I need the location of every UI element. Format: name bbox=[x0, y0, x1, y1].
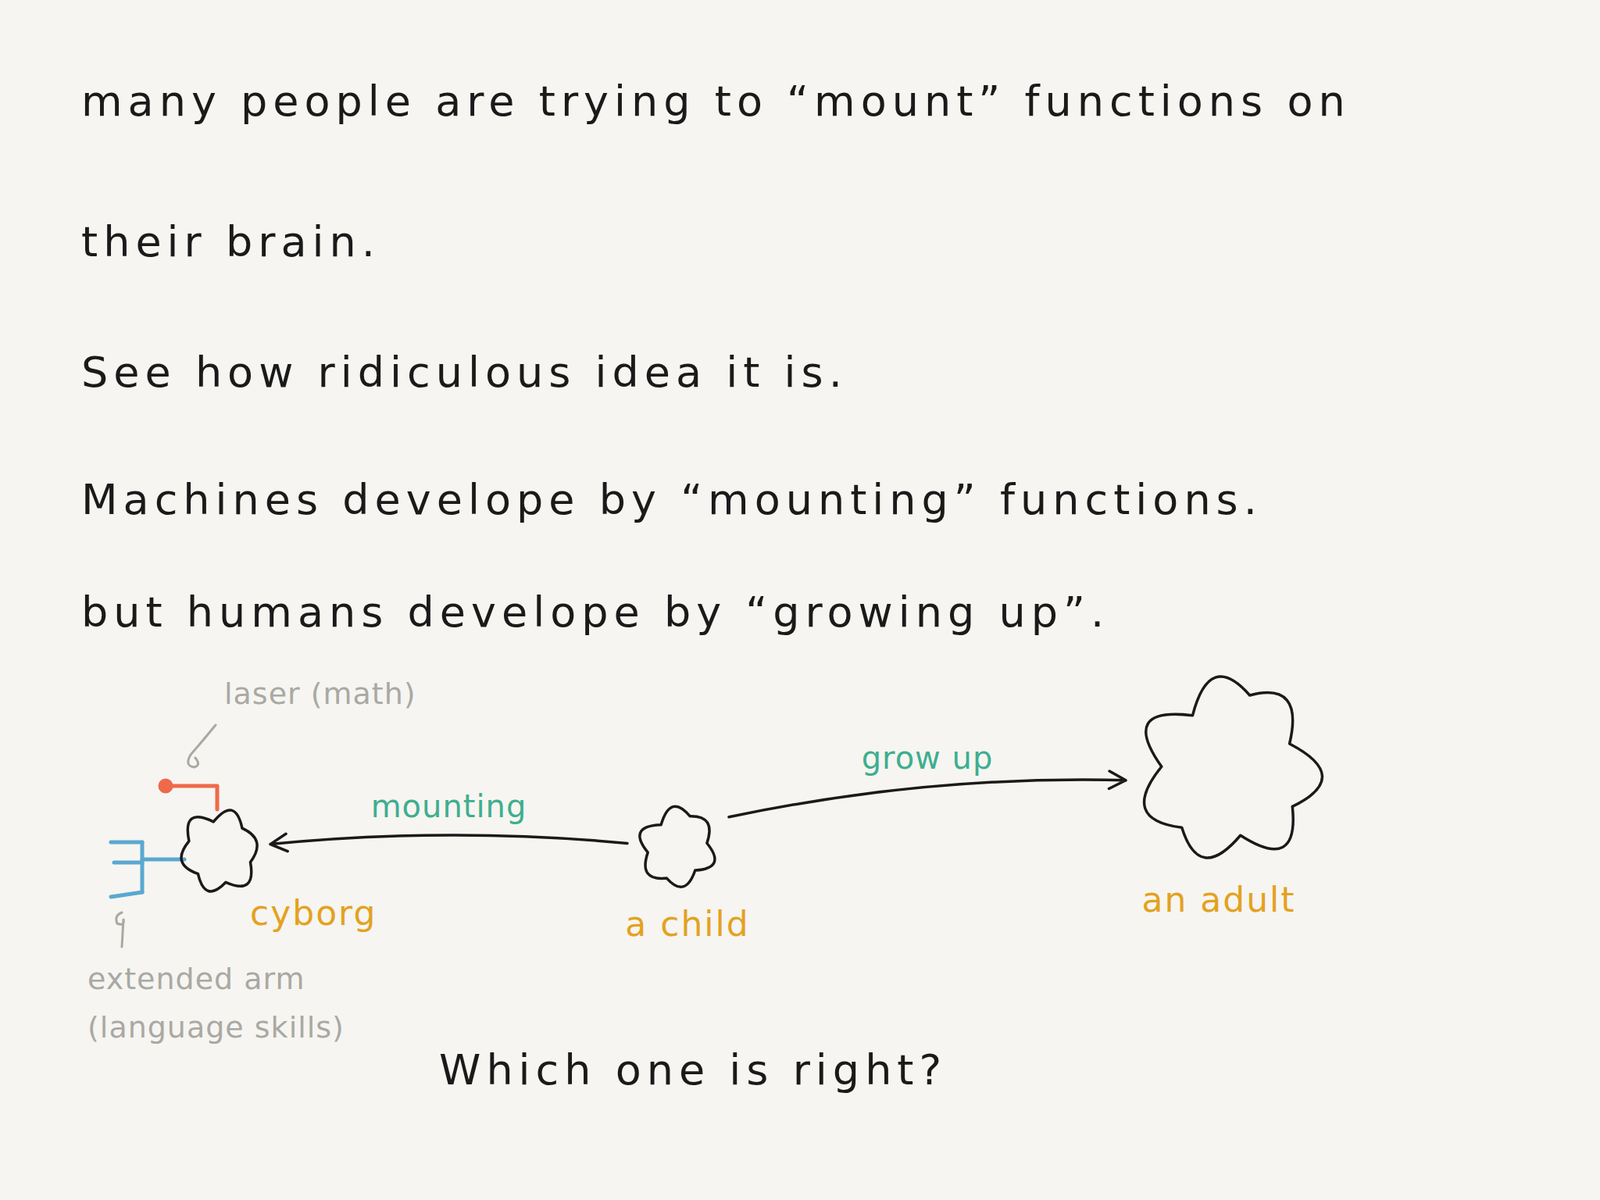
note-text: See how ridiculous idea it is. bbox=[81, 341, 1488, 404]
question-text: Which one is right? bbox=[439, 1039, 1143, 1102]
callout-label: laser (math) bbox=[224, 673, 506, 715]
leader-lines bbox=[116, 725, 216, 947]
node-label: a child bbox=[625, 903, 750, 944]
node-label: cyborg bbox=[250, 892, 377, 933]
cloud-outline bbox=[178, 805, 261, 898]
cloud-outline bbox=[1135, 670, 1325, 871]
laser-tip bbox=[160, 780, 172, 792]
cloud-shape bbox=[1144, 676, 1323, 858]
blob-node: cyborg bbox=[178, 805, 261, 898]
arrow-connector bbox=[728, 771, 1126, 818]
laser-leader bbox=[188, 725, 216, 768]
note-text: but humans develope by “growing up”. bbox=[81, 581, 1488, 644]
note-text: many people are trying to “mount” functi… bbox=[81, 31, 1488, 313]
cloud-outline bbox=[636, 803, 720, 892]
edge-label: mounting bbox=[366, 788, 533, 825]
arm-prongs bbox=[110, 842, 143, 897]
laser-wire bbox=[167, 785, 218, 810]
arrow-connector bbox=[270, 833, 628, 851]
laser-device bbox=[160, 780, 218, 810]
node-label: an adult bbox=[1141, 879, 1296, 920]
edge-label: grow up bbox=[857, 739, 999, 776]
blob-node: an adult bbox=[1135, 670, 1325, 871]
arrow-line bbox=[728, 771, 1126, 818]
note-text: Machines develope by “mounting” function… bbox=[81, 468, 1488, 532]
arrow-line bbox=[270, 833, 628, 851]
arm-leader bbox=[116, 912, 124, 947]
blob-node: a child bbox=[636, 803, 720, 892]
cloud-shape bbox=[639, 806, 715, 887]
cloud-shape bbox=[181, 810, 258, 892]
arm-shaft bbox=[142, 857, 185, 862]
arm-bar bbox=[140, 842, 145, 893]
extended-arm bbox=[110, 842, 185, 897]
callout-label: extended arm (language skills) bbox=[87, 954, 432, 1052]
